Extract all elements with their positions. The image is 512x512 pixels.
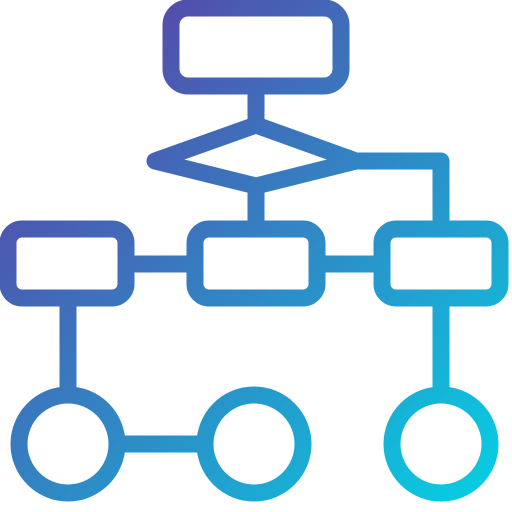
right-process-box bbox=[373, 220, 509, 307]
center-process-box bbox=[186, 220, 326, 307]
bottom-left-circle bbox=[10, 386, 126, 502]
bottom-middle-circle bbox=[196, 386, 312, 502]
top-process-box bbox=[162, 0, 350, 95]
connector-decision-to-right bbox=[356, 152, 450, 229]
bottom-right-circle bbox=[383, 386, 499, 502]
left-process-box bbox=[0, 220, 135, 307]
decision-diamond bbox=[146, 116, 365, 195]
